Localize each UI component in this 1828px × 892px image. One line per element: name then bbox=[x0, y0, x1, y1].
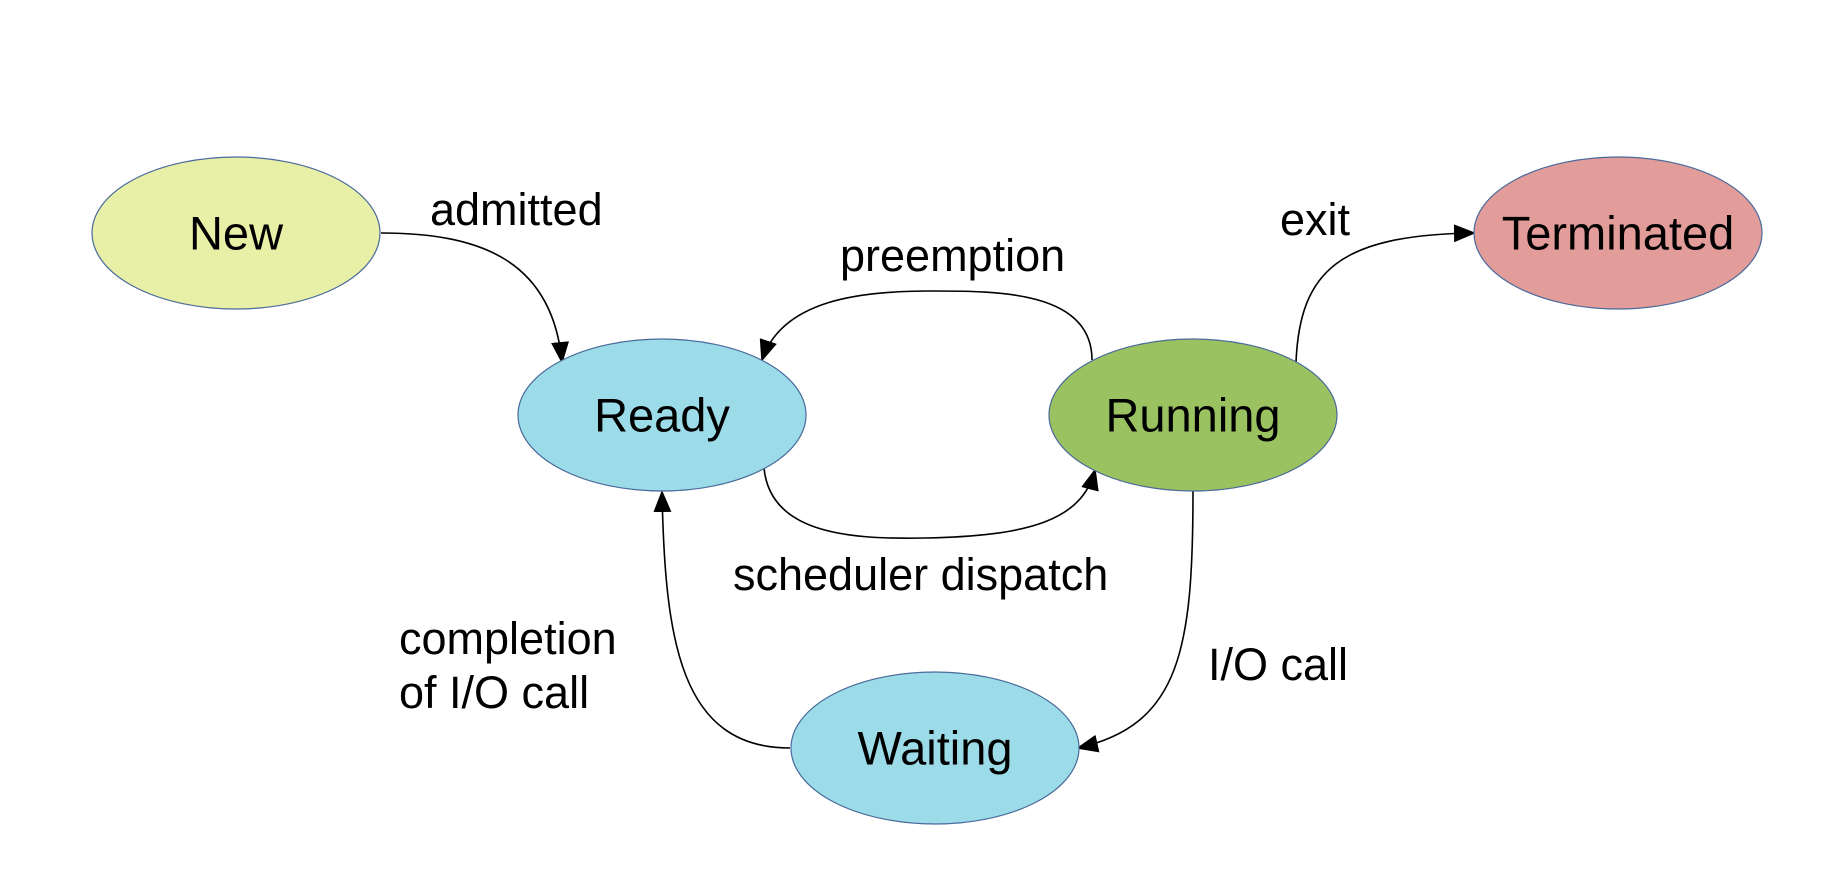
edge-label-admitted: admitted bbox=[430, 184, 603, 235]
edge-label-io-completion-line2: of I/O call bbox=[399, 667, 589, 718]
state-running: Running bbox=[1048, 338, 1338, 492]
edge-label-exit: exit bbox=[1280, 194, 1351, 245]
state-new-label: New bbox=[189, 207, 284, 260]
edge-label-io-completion-line1: completion bbox=[399, 613, 617, 664]
state-terminated-label: Terminated bbox=[1502, 207, 1735, 260]
state-new: New bbox=[91, 156, 381, 310]
state-running-shape bbox=[1048, 338, 1338, 492]
edge-label-preemption: preemption bbox=[840, 230, 1065, 281]
state-waiting-shape bbox=[790, 671, 1080, 825]
state-terminated: Terminated bbox=[1473, 156, 1763, 310]
edge-scheduler-dispatch bbox=[763, 467, 1099, 540]
state-running-label: Running bbox=[1105, 389, 1280, 442]
state-waiting: Waiting bbox=[790, 671, 1080, 825]
state-ready-label: Ready bbox=[594, 389, 730, 442]
edge-exit bbox=[1295, 224, 1476, 363]
state-waiting-label: Waiting bbox=[858, 722, 1013, 775]
edge-label-io-call: I/O call bbox=[1208, 639, 1348, 690]
state-ready-shape bbox=[517, 338, 807, 492]
edge-admitted bbox=[380, 232, 569, 364]
edge-preemption bbox=[759, 290, 1093, 362]
state-terminated-shape bbox=[1473, 156, 1763, 310]
edge-io-completion bbox=[653, 490, 791, 749]
edge-io-call bbox=[1076, 490, 1194, 753]
edge-label-scheduler-dispatch: scheduler dispatch bbox=[733, 549, 1108, 600]
state-ready: Ready bbox=[517, 338, 807, 492]
state-new-shape bbox=[91, 156, 381, 310]
